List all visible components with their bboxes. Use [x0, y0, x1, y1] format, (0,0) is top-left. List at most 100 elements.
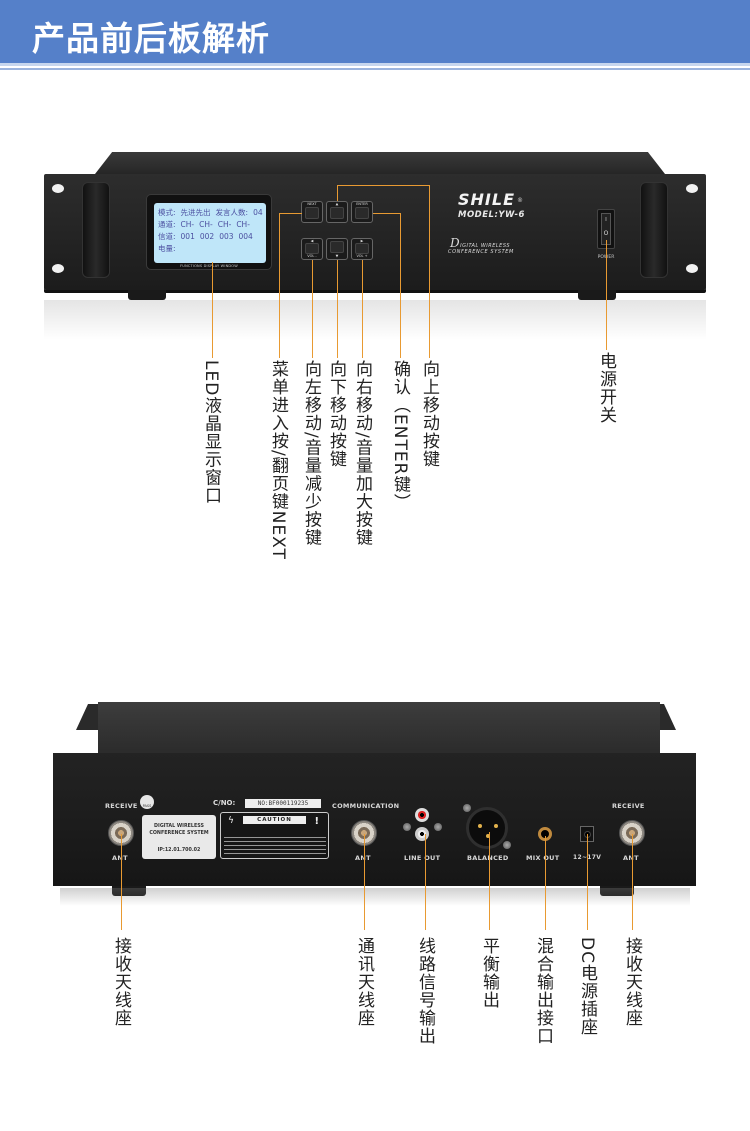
enter-button[interactable]: ENTER: [351, 201, 373, 223]
leader-line-enter-h: [373, 213, 401, 214]
lcd-row-battery: 电量:: [158, 244, 176, 253]
annotation-lcd: LED液晶显示窗口: [201, 360, 221, 505]
lightning-icon: ϟ: [228, 816, 234, 826]
leader-line-mix-out: [545, 836, 546, 930]
screw: [463, 804, 471, 812]
rack-ear-hole: [52, 264, 64, 273]
device-foot: [578, 290, 616, 300]
device-foot: [600, 886, 634, 896]
leader-line-next: [279, 213, 280, 358]
button-pad: [355, 207, 369, 219]
receive-right-label: RECEIVE: [612, 802, 645, 810]
leader-line-next-h: [279, 213, 302, 214]
xlr-pin: [486, 834, 490, 838]
leader-line-receive-right: [632, 834, 633, 930]
subtitle-line-2: CONFERENCE SYSTEM: [448, 249, 514, 255]
rack-ear-hole: [686, 184, 698, 193]
lcd-caption: FUNCTIONS DISPLAY WINDOW: [180, 264, 238, 268]
annotation-right: 向右移动/音量加大按键: [352, 360, 372, 547]
button-pad: [305, 243, 319, 254]
leader-line-balanced: [489, 832, 490, 930]
model-label: MODEL:YW-6: [458, 210, 525, 220]
annotation-line-out: 线路信号输出: [415, 937, 435, 1045]
left-arrow-icon: ◀: [310, 239, 314, 243]
leader-line-receive-left: [121, 834, 122, 930]
balanced-xlr-connector[interactable]: [466, 807, 508, 849]
annotation-up: 向上移动按键: [419, 360, 439, 468]
lcd-row-channel: 通道: CH- CH- CH- CH-: [158, 220, 250, 229]
leader-line-line-out: [425, 834, 426, 930]
mix-out-label: MIX OUT: [526, 854, 560, 862]
annotation-receive-right: 接收天线座: [622, 937, 642, 1027]
lcd-row-mode: 模式: 先进先出 发言人数: 04: [158, 208, 263, 217]
down-arrow-icon: ▼: [335, 254, 339, 258]
receive-left-label: RECEIVE: [105, 802, 138, 810]
lcd-row-frequency: 信道: 001 002 003 004: [158, 232, 253, 241]
front-panel-reflection: [44, 300, 706, 340]
button-pad: [305, 207, 319, 219]
leader-line-enter: [400, 213, 401, 358]
exclamation-icon: !: [314, 816, 319, 827]
annotation-receive-left: 接收天线座: [111, 937, 131, 1027]
rack-handle-left: [82, 182, 110, 278]
annotation-down: 向下移动按键: [326, 360, 346, 468]
rack-handle-right: [640, 182, 668, 278]
leader-line-right: [362, 260, 363, 358]
annotation-power: 电源开关: [596, 352, 616, 424]
leader-line-up-h: [337, 185, 430, 186]
device-foot: [112, 886, 146, 896]
annotation-mix-out: 混合输出接口: [533, 937, 553, 1045]
leader-line-lcd: [212, 262, 213, 358]
receive-right-ant-label: ANT: [623, 854, 639, 862]
annotation-communication: 通讯天线座: [354, 937, 374, 1027]
header-divider: [0, 68, 750, 70]
dc-voltage-label: 12~17V: [573, 854, 601, 861]
screw: [434, 823, 442, 831]
button-pad: [330, 241, 344, 253]
rack-ear-hole: [686, 264, 698, 273]
up-button[interactable]: ▲: [326, 201, 348, 223]
screw: [503, 841, 511, 849]
left-vol-down-button[interactable]: ◀ VOL -: [301, 238, 323, 260]
device-foot: [128, 290, 166, 300]
leader-line-power: [606, 240, 607, 350]
info-card: DIGITAL WIRELESS CONFERENCE SYSTEM IP:12…: [142, 815, 216, 859]
leader-line-left: [312, 260, 313, 358]
down-button[interactable]: ▼: [326, 238, 348, 260]
serial-number: NO:BF000119235: [245, 799, 321, 808]
right-vol-up-button[interactable]: ▶ VOL +: [351, 238, 373, 260]
annotation-dc: DC电源插座: [577, 937, 597, 1036]
leader-line-up: [429, 185, 430, 358]
leader-line-down: [337, 260, 338, 358]
annotation-balanced: 平衡输出: [479, 937, 499, 1009]
button-pad: [355, 243, 369, 254]
right-arrow-icon: ▶: [360, 239, 364, 243]
line-out-rca-red[interactable]: [415, 808, 429, 822]
leader-line-up-stub: [337, 185, 338, 201]
rack-ear-hole: [52, 184, 64, 193]
back-chassis-top: [98, 702, 660, 754]
screw: [403, 823, 411, 831]
next-button[interactable]: NEXT: [301, 201, 323, 223]
caution-label: ϟ CAUTION !: [220, 812, 329, 859]
line-out-label: LINE OUT: [404, 854, 441, 862]
lcd-screen: 模式: 先进先出 发言人数: 04 通道: CH- CH- CH- CH- 信道…: [154, 203, 266, 263]
annotation-enter: 确认（ENTER键）: [390, 360, 410, 512]
brand-logo: SHILE®: [458, 190, 524, 209]
pass-badge-icon: PASS: [140, 795, 154, 809]
balanced-label: BALANCED: [467, 854, 509, 862]
page-title: 产品前后板解析: [32, 19, 270, 58]
cno-label: C/NO:: [213, 799, 236, 807]
leader-line-communication: [364, 834, 365, 930]
back-panel-shadow: [60, 888, 690, 906]
communication-ant-label: ANT: [355, 854, 371, 862]
front-panel-chassis-top: [95, 152, 665, 174]
receive-left-ant-label: ANT: [112, 854, 128, 862]
button-pad: [330, 207, 344, 219]
xlr-pin: [494, 824, 498, 828]
line-out-rca-white[interactable]: [415, 827, 429, 841]
page-header: 产品前后板解析: [0, 0, 750, 66]
up-arrow-icon: ▲: [335, 202, 339, 206]
subtitle-line-1: DIGITAL WIRELESS: [450, 236, 511, 250]
lcd-display-window: 模式: 先进先出 发言人数: 04 通道: CH- CH- CH- CH- 信道…: [146, 194, 272, 270]
